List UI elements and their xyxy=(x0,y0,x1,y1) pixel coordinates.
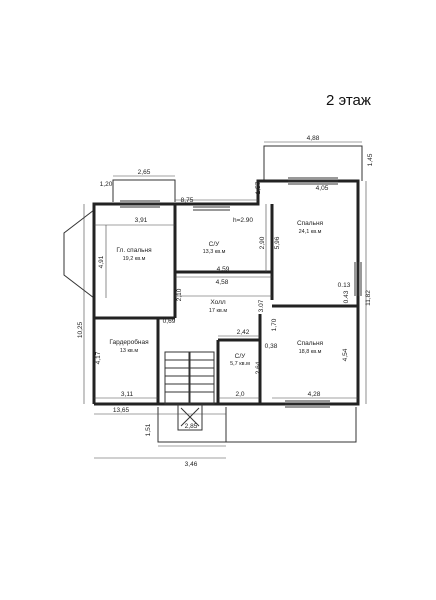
dim-label: 4,58 xyxy=(216,279,229,286)
room-area-bedroom-right-top: 24,1 кв.м xyxy=(299,229,322,235)
dimension-labels: 4,88 1,45 2,65 1,20 1,57 4,05 8,75 3,91 … xyxy=(77,135,374,468)
dim-label: 2,85 xyxy=(185,423,198,430)
window-bottom-right xyxy=(285,400,330,408)
dim-label: 1,70 xyxy=(271,318,278,331)
dim-label: 8,75 xyxy=(181,197,194,204)
dim-label: 0,69 xyxy=(163,318,176,325)
dim-label: 5,96 xyxy=(274,236,281,249)
outer-outlines xyxy=(63,145,363,443)
window-top-mid xyxy=(193,206,230,211)
walls xyxy=(92,179,360,406)
room-name-bedroom-right-bottom: Спальня xyxy=(297,340,324,347)
room-area-bedroom-right-bottom: 18,8 кв.м xyxy=(299,349,322,355)
stair-steps xyxy=(165,359,214,393)
dim-label: 4,59 xyxy=(217,266,230,273)
outer-wall xyxy=(92,179,360,406)
window-top-left xyxy=(120,200,160,208)
dimension-lines xyxy=(83,141,367,459)
terrace-bottom-right xyxy=(225,407,357,443)
window-top-right xyxy=(288,177,338,185)
dim-label: 4,05 xyxy=(316,185,329,192)
dim-label: 4,28 xyxy=(308,391,321,398)
stair-lower xyxy=(177,404,203,431)
dim-label: 1,45 xyxy=(367,153,374,166)
dim-label: 10,25 xyxy=(77,321,84,338)
dim-label: 1,20 xyxy=(100,181,113,188)
dim-label: 4,91 xyxy=(98,255,105,268)
ceiling-height-note: h=2.90 xyxy=(233,217,253,224)
dim-label: 3,46 xyxy=(185,461,198,468)
dim-label: 2,42 xyxy=(237,329,250,336)
room-name-bath-small: С/У xyxy=(235,353,247,360)
dim-label: 2,64 xyxy=(255,361,262,374)
stair-flight-left xyxy=(164,351,190,405)
room-name-bath-top: С/У xyxy=(209,241,221,248)
bay-top xyxy=(112,179,176,202)
dim-label: 3.07 xyxy=(258,299,265,312)
room-area-master-bedroom: 19,2 кв.м xyxy=(123,256,146,262)
dim-label: 2,65 xyxy=(138,169,151,176)
room-name-master-bedroom: Гл. спальня xyxy=(116,247,152,254)
dim-label: 1,57 xyxy=(255,181,262,194)
dim-label: 13,65 xyxy=(113,407,130,414)
dim-label: 2,90 xyxy=(259,236,266,249)
room-labels: Гл. спальня 19,2 кв.м С/У 13,3 кв.м Спал… xyxy=(109,217,323,367)
dim-label: 3,91 xyxy=(135,217,148,224)
dim-label: 11,82 xyxy=(365,290,372,306)
room-area-bath-top: 13,3 кв.м xyxy=(203,249,226,255)
dim-label: 0.13 xyxy=(338,282,351,289)
dim-label: 0.43 xyxy=(343,290,350,303)
dim-label: 2,10 xyxy=(176,288,183,301)
dim-label: 0,38 xyxy=(265,343,278,350)
balcony-top-right xyxy=(263,145,363,181)
dim-label: 1,51 xyxy=(145,423,152,436)
dim-label: 4,17 xyxy=(95,351,102,364)
window-right xyxy=(354,262,362,296)
windows xyxy=(120,177,362,408)
room-name-hall: Холл xyxy=(210,299,226,306)
room-area-bath-small: 5,7 кв.м xyxy=(230,361,250,367)
staircase xyxy=(164,351,215,431)
floor-title: 2 этаж xyxy=(326,92,371,109)
dim-label: 4,54 xyxy=(342,348,349,361)
room-area-wardrobe: 13 кв.м xyxy=(120,348,139,354)
dim-label: 3,11 xyxy=(121,391,134,398)
room-name-wardrobe: Гардеробная xyxy=(109,338,149,346)
room-area-hall: 17 кв.м xyxy=(209,308,228,314)
room-name-bedroom-right-top: Спальня xyxy=(297,220,324,227)
dim-label: 2,0 xyxy=(235,391,244,398)
bay-left xyxy=(63,209,95,299)
dim-label: 4,88 xyxy=(307,135,320,142)
